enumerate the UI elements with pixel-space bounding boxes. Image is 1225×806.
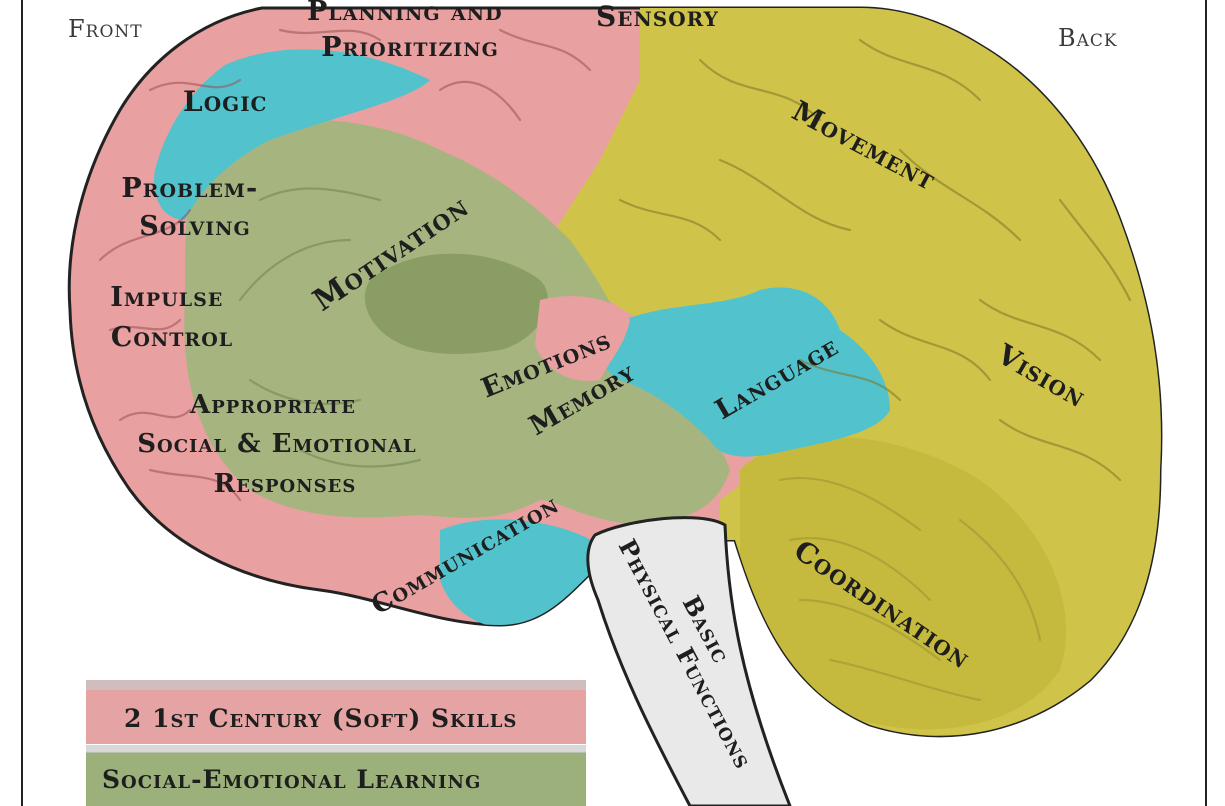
back-label: Back bbox=[1058, 24, 1118, 52]
legend-label-sel: Social-Emotional Learning bbox=[102, 765, 481, 794]
logic-label: Logic bbox=[183, 85, 267, 118]
legend-divider bbox=[86, 680, 586, 690]
planning-label: Planning and Prioritizing bbox=[307, 0, 513, 63]
sensory-label: Sensory bbox=[596, 0, 719, 33]
legend: 2 1st Century (Soft) Skills Social-Emoti… bbox=[86, 680, 586, 806]
legend-label-soft-skills: 2 1st Century (Soft) Skills bbox=[124, 704, 517, 733]
front-label: Front bbox=[68, 15, 143, 43]
legend-divider-2 bbox=[86, 745, 586, 753]
